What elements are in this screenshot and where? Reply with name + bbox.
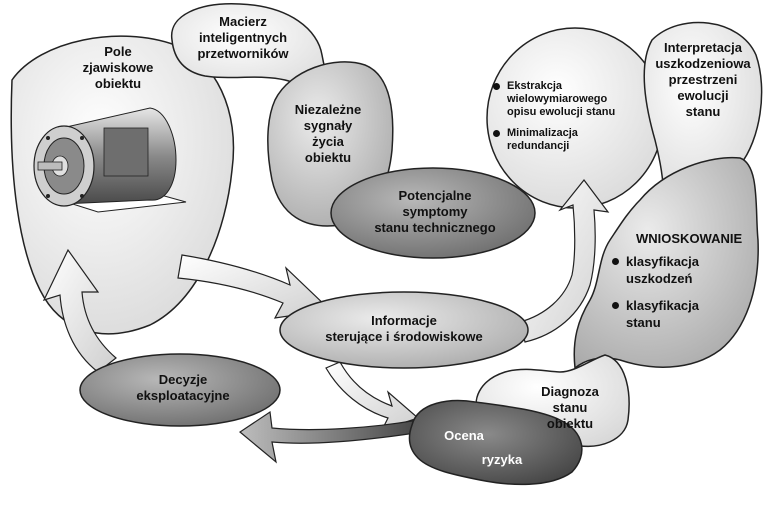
wnioskowanie-bullet-list: klasyfikacja uszkodzeń klasyfikacja stan… — [612, 253, 742, 341]
pole-zjawiskowe-label: Pole zjawiskowe obiektu — [82, 44, 154, 91]
ekstrakcja-bullet-list: Ekstrakcja wielowymiarowego opisu ewoluc… — [493, 80, 653, 161]
ekstrakcja-bullet-2: Minimalizacja redundancji — [493, 127, 653, 153]
ocena-blob — [408, 399, 583, 486]
ocena-label-line2: ryzyka — [481, 452, 523, 467]
arrow-decyzje-to-pole — [42, 248, 117, 373]
arrow-informacje-to-ekstrakcja — [519, 179, 610, 343]
ocena-label-line1: Ocena — [444, 428, 484, 443]
wnioskowanie-blob — [573, 156, 759, 370]
decyzje-ellipse — [79, 353, 281, 427]
wnioskowanie-bullet-2: klasyfikacja stanu — [612, 297, 742, 331]
arrow-informacje-to-ocena — [325, 361, 420, 432]
informacje-ellipse — [279, 291, 529, 369]
potencjalne-label: Potencjalne symptomy stanu technicznego — [374, 188, 496, 235]
ekstrakcja-bullet-1: Ekstrakcja wielowymiarowego opisu ewoluc… — [493, 80, 653, 119]
electric-motor-icon — [33, 107, 187, 213]
wnioskowanie-bullet-1: klasyfikacja uszkodzeń — [612, 253, 742, 287]
interpretacja-label: Interpretacja uszkodzeniowa przestrzeni … — [655, 40, 751, 119]
niezalezne-label: Niezależne sygnały życia obiektu — [294, 102, 362, 165]
informacje-label: Informacje sterujące i środowiskowe — [325, 313, 483, 344]
wnioskowanie-title: WNIOSKOWANIE — [636, 231, 743, 246]
potencjalne-ellipse — [330, 167, 536, 259]
macierz-label: Macierz inteligentnych przetworników — [197, 14, 289, 61]
arrow-ocena-to-decyzje — [238, 410, 423, 464]
decyzje-label: Decyzje eksploatacyjne — [136, 372, 230, 403]
diagnoza-label: Diagnoza stanu obiektu — [541, 384, 599, 431]
